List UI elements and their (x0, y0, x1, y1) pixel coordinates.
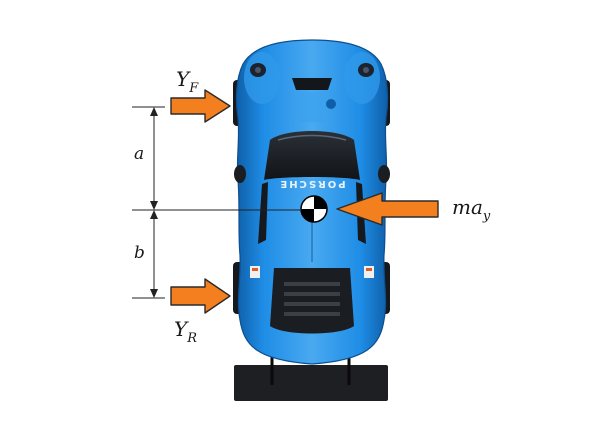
rear-force-arrow (170, 278, 231, 314)
headlight-right-lens (363, 67, 369, 73)
lateral-force-label-sub: y (482, 209, 491, 224)
rear-wing (234, 365, 388, 401)
race-car-top-view: PORSCHE (233, 39, 390, 401)
dimension-lines (132, 106, 300, 299)
dimension-a-label: a (134, 144, 144, 164)
dimension-arrowheads (150, 107, 158, 298)
front-force-label-main: Y (176, 67, 191, 91)
headlight-left-lens (255, 67, 261, 73)
engine-grille-3 (284, 302, 340, 306)
rear-force-label: YR (174, 317, 197, 346)
dimension-b-arrow-bottom (150, 289, 158, 298)
rear-force-label-sub: R (186, 331, 197, 346)
lateral-force-label-main: ma (452, 195, 483, 219)
dimension-b-label: b (134, 243, 145, 263)
dimension-b-arrow-top (150, 210, 158, 219)
side-window-left (258, 182, 268, 244)
engine-cover (270, 268, 354, 334)
engine-grille-4 (284, 312, 340, 316)
center-of-gravity-icon (300, 195, 328, 223)
number-panel-right (364, 266, 374, 278)
rear-force-label-main: Y (174, 317, 189, 341)
number-panel-left-mark (252, 268, 258, 271)
front-force-label: YF (176, 67, 199, 96)
front-force-arrow (170, 89, 231, 123)
lateral-force-arrow (336, 192, 439, 226)
mirror-right (378, 165, 390, 183)
number-panel-left (250, 266, 260, 278)
front-force-label-sub: F (188, 81, 199, 96)
windshield-reflection (277, 134, 347, 141)
dimension-a-arrow-top (150, 107, 158, 116)
front-right-fender (344, 52, 380, 104)
dimension-a-arrow-bottom (150, 201, 158, 210)
number-panel-right-mark (366, 268, 372, 271)
engine-grille-2 (284, 292, 340, 296)
mirror-left (234, 165, 246, 183)
engine-grille-1 (284, 282, 340, 286)
hood-panel (296, 92, 328, 122)
fuel-cap (326, 99, 336, 109)
roof-logo-text: PORSCHE (278, 178, 345, 189)
front-left-fender (244, 52, 280, 104)
hood-vent (292, 78, 332, 90)
windshield (264, 131, 360, 180)
lateral-force-label: may (452, 195, 491, 224)
